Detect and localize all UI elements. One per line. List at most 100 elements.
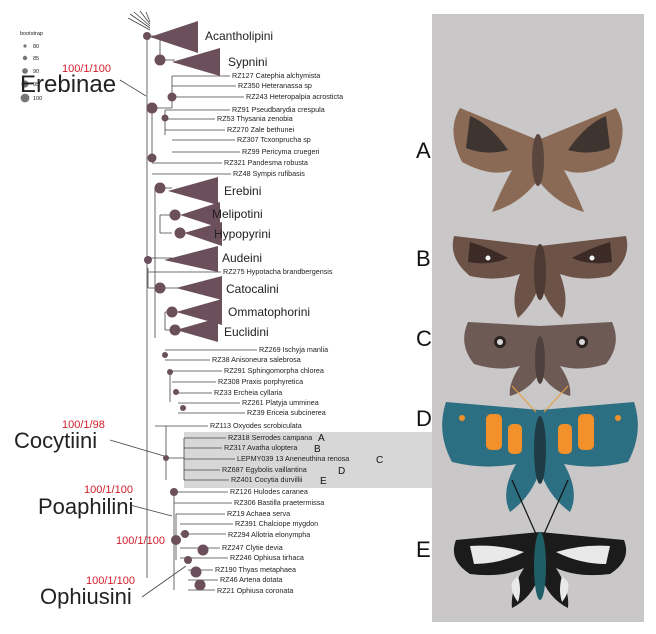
tip-label: RZ687 Egybolis vaillantina	[222, 465, 307, 474]
bootstrap-legend: bootstrap 80 85 90 95 100	[20, 31, 43, 103]
tip-letter-e: E	[320, 476, 327, 487]
clade-label-ommatophorini: Ommatophorini	[228, 305, 310, 319]
clade-label-erebini: Erebini	[224, 184, 261, 198]
moth-image-c	[464, 322, 616, 396]
node-circle	[166, 306, 178, 318]
tip-label: RZ391 Chalciope mygdon	[235, 519, 318, 528]
tip-letter-c: C	[376, 455, 383, 466]
tip-label: RZ275 Hypotacha brandbergensis	[223, 267, 333, 276]
node-circle	[161, 114, 169, 122]
node-circle	[169, 209, 181, 221]
tip-label: RZ308 Praxis porphyretica	[218, 377, 303, 386]
support-poaphilini: 100/1/100	[84, 484, 133, 496]
panel-letter-d: D	[416, 406, 432, 431]
node-circle	[174, 227, 186, 239]
legend-label-90: 90	[33, 69, 39, 75]
tip-label: RZ350 Heteranassa sp	[238, 81, 312, 90]
legend-dot-90	[22, 68, 28, 74]
tip-label: RZ246 Ophiusa tirhaca	[230, 553, 304, 562]
tip-label: RZ53 Thysania zenobia	[217, 114, 293, 123]
clade-label-catocalini: Catocalini	[226, 282, 279, 296]
panel-letter-c: C	[416, 326, 432, 351]
tree-branches	[146, 35, 257, 591]
legend-dot-85	[22, 55, 28, 61]
tip-label: RZ321 Pandesma robusta	[224, 158, 308, 167]
node-circle	[197, 544, 209, 556]
node-circle	[154, 182, 166, 194]
tip-label: RZ91 Pseudbarydia crespula	[232, 105, 325, 114]
pointer-ophiusini	[141, 565, 187, 598]
support-ophiusini: 100/1/100	[86, 575, 135, 587]
tip-label: RZ99 Pericyma cruegeri	[242, 147, 320, 156]
tip-letter-b: B	[314, 444, 321, 455]
node-circle	[167, 92, 177, 102]
tip-letter-d: D	[338, 466, 345, 477]
pointer-erebinae	[119, 79, 147, 97]
node-circle	[190, 566, 202, 578]
pointer-cocytiini	[109, 439, 165, 457]
tip-label: RZ126 Hulodes caranea	[230, 487, 308, 496]
specimen-panel	[432, 14, 644, 622]
clade-triangle-acantholipini	[150, 21, 198, 53]
node-circle	[169, 324, 181, 336]
legend-label-85: 85	[33, 56, 39, 62]
label-poaphilini: Poaphilini	[38, 494, 133, 519]
node-circle	[184, 556, 192, 564]
node-circle	[154, 54, 166, 66]
tip-label: RZ247 Clytie devia	[222, 543, 283, 552]
clade-label-melipotini: Melipotini	[212, 207, 263, 221]
legend-title: bootstrap	[20, 31, 43, 37]
tip-label: RZ48 Sympis rufibasis	[233, 169, 305, 178]
support-erebinae: 100/1/100	[62, 63, 111, 75]
legend-label-80: 80	[33, 44, 39, 50]
cocytiini-highlight	[184, 432, 432, 488]
node-circle	[163, 455, 169, 461]
tip-label: RZ33 Ercheia cyllaria	[214, 388, 282, 397]
clade-triangle-hypopyrini	[184, 222, 222, 246]
tip-label: RZ401 Cocytia durvillii	[231, 475, 303, 484]
node-circle	[170, 488, 178, 496]
clade-triangle-sypnini	[172, 48, 220, 76]
clade-label-hypopyrini: Hypopyrini	[214, 227, 271, 241]
clade-label-euclidini: Euclidini	[224, 325, 269, 339]
support-cocytiini: 100/1/98	[62, 419, 105, 431]
node-circle	[180, 405, 186, 411]
tip-label: RZ39 Ericeia subcinerea	[247, 408, 326, 417]
tip-label: RZ307 Tcxonprucha sp	[237, 135, 311, 144]
tip-label: RZ318 Serrodes campana	[228, 433, 312, 442]
label-ophiusini: Ophiusini	[40, 584, 132, 609]
clade-triangle-melipotini	[180, 202, 220, 228]
tip-label: RZ294 Allotria elonympha	[228, 530, 310, 539]
label-erebinae: Erebinae	[20, 71, 116, 98]
moth-image-d	[442, 385, 638, 512]
clade-triangle-erebini	[168, 177, 218, 205]
node-circle	[143, 32, 151, 40]
legend-label-100: 100	[33, 96, 42, 102]
node-circle	[167, 369, 173, 375]
clade-triangle-euclidini	[176, 318, 218, 342]
tip-labels: RZ127 Catephia alchymista RZ350 Heterana…	[210, 71, 349, 595]
tip-label: RZ317 Avatha ulopterа	[224, 443, 297, 452]
tip-label: RZ46 Artena dotata	[220, 575, 282, 584]
node-circle	[144, 256, 152, 264]
moth-image-b	[452, 236, 628, 318]
panel-letter-a: A	[416, 138, 431, 163]
node-circles	[143, 32, 209, 591]
tip-label: RZ19 Achaea serva	[227, 509, 290, 518]
node-circle	[181, 530, 189, 538]
tip-label: RZ261 Platyja umminea	[242, 398, 319, 407]
pointer-poaphilini	[129, 504, 173, 517]
clade-triangle-ommatophorini	[176, 299, 222, 325]
clade-triangle-catocalini	[176, 276, 222, 300]
node-circle	[173, 389, 179, 395]
clade-label-acantholipini: Acantholipini	[205, 29, 273, 43]
tip-label: RZ291 Sphingomorpha chlorea	[224, 366, 324, 375]
tip-label: RZ269 Ischyja manlia	[259, 345, 328, 354]
clade-label-sypnini: Sypnini	[228, 55, 267, 69]
tip-label: LEPMY039 13 Aneneuthina renosa	[237, 454, 349, 463]
node-circle	[146, 102, 158, 114]
tip-label: RZ243 Heteropalpia acrosticta	[246, 92, 343, 101]
node-circle	[194, 579, 206, 591]
legend-dot-95	[21, 80, 29, 88]
